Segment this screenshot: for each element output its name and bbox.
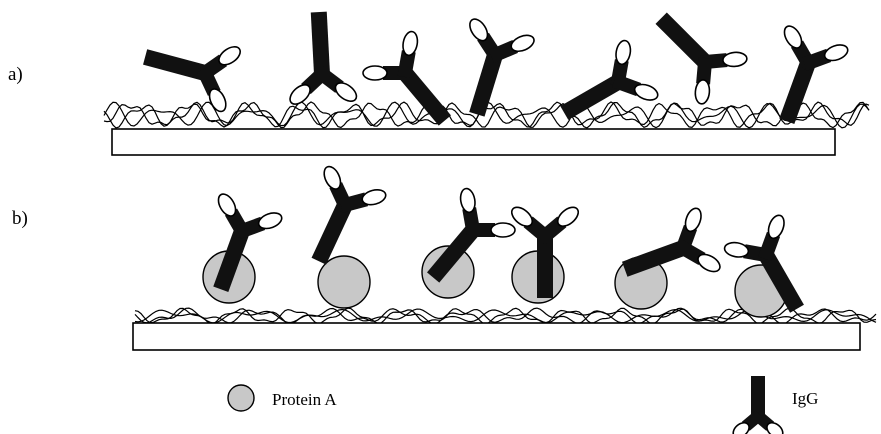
- antibody: [282, 10, 360, 108]
- substrate-b: [133, 323, 860, 350]
- protein-a-legend-icon: [228, 385, 254, 411]
- panel-a-label: a): [8, 64, 23, 85]
- substrate-a: [112, 129, 835, 155]
- protein-a-legend-label: Protein A: [272, 390, 337, 409]
- igg-legend-label: IgG: [792, 389, 818, 408]
- panel-b: [133, 160, 876, 350]
- panel-a: [104, 0, 869, 155]
- panel-b-label: b): [12, 208, 28, 229]
- antibody: [546, 34, 664, 145]
- antibody: [752, 20, 853, 134]
- legend: Protein A IgG: [228, 376, 818, 434]
- igg-legend-icon: [730, 376, 785, 434]
- antibody: [136, 22, 246, 117]
